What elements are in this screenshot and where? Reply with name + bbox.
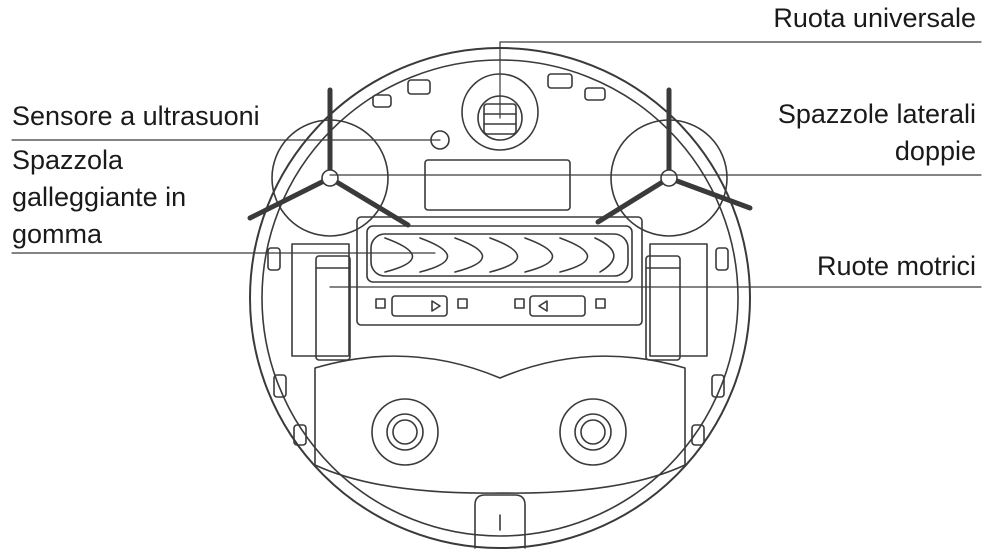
- latch-indicator: [595, 298, 606, 309]
- bumper-slot: [407, 79, 431, 95]
- latch-arrow-right: [538, 300, 548, 312]
- bumper-slot: [267, 247, 281, 271]
- latch-indicator: [514, 298, 525, 309]
- label-side-brushes: Spazzole laterali doppie: [777, 99, 976, 166]
- label-plate: [424, 159, 571, 211]
- bumper-slot: [715, 247, 729, 271]
- drive-wheel-left: [315, 255, 351, 361]
- drive-wheel-right: [645, 255, 681, 361]
- bumper-slot: [372, 94, 392, 108]
- battery-compartment: [314, 355, 686, 494]
- latch-indicator: [375, 298, 386, 309]
- bottom-notch: [474, 494, 526, 549]
- latch-indicator: [457, 298, 468, 309]
- charging-contact-left: [371, 398, 439, 466]
- charging-contact-right-ring: [574, 413, 612, 451]
- charging-contact-left-ring: [386, 413, 424, 451]
- charging-contact-right-center: [580, 419, 606, 445]
- bumper-slot: [273, 374, 287, 398]
- bumper-slot: [547, 73, 573, 89]
- label-rubber-brush: Spazzola galleggiante in gomma: [12, 145, 187, 249]
- label-universal-wheel: Ruota universale: [773, 3, 976, 33]
- side-brush-hub-left: [321, 169, 339, 187]
- drive-wheel-well-right: [649, 243, 708, 357]
- latch-arrow-left: [431, 300, 441, 312]
- drive-wheel-well-left: [291, 243, 350, 357]
- brush-cover-latch-left: [391, 295, 448, 317]
- label-ultrasonic-sensor: Sensore a ultrasuoni: [12, 101, 260, 131]
- bumper-slot: [584, 87, 606, 101]
- leader-line-universal-wheel: [499, 41, 982, 119]
- robot-outer-shell: [249, 47, 751, 549]
- side-brush-arm-left: [247, 175, 333, 221]
- rubber-brush-ribs: [384, 237, 615, 273]
- bumper-slot: [691, 424, 705, 446]
- charging-contact-left-center: [392, 419, 418, 445]
- brush-cover-latch-right: [529, 295, 586, 317]
- charging-contact-right: [559, 398, 627, 466]
- bumper-slot: [293, 424, 307, 446]
- side-brush-hub-right: [660, 169, 678, 187]
- side-brush-arm-left: [327, 175, 411, 228]
- side-brush-arm-right: [595, 175, 672, 225]
- main-brush-frame: [366, 225, 633, 283]
- main-brush-housing: [356, 216, 643, 326]
- label-drive-wheels: Ruote motrici: [816, 251, 976, 281]
- bumper-slot: [711, 374, 725, 398]
- side-brush-arm-right: [666, 175, 753, 211]
- rubber-floating-brush: [370, 233, 629, 277]
